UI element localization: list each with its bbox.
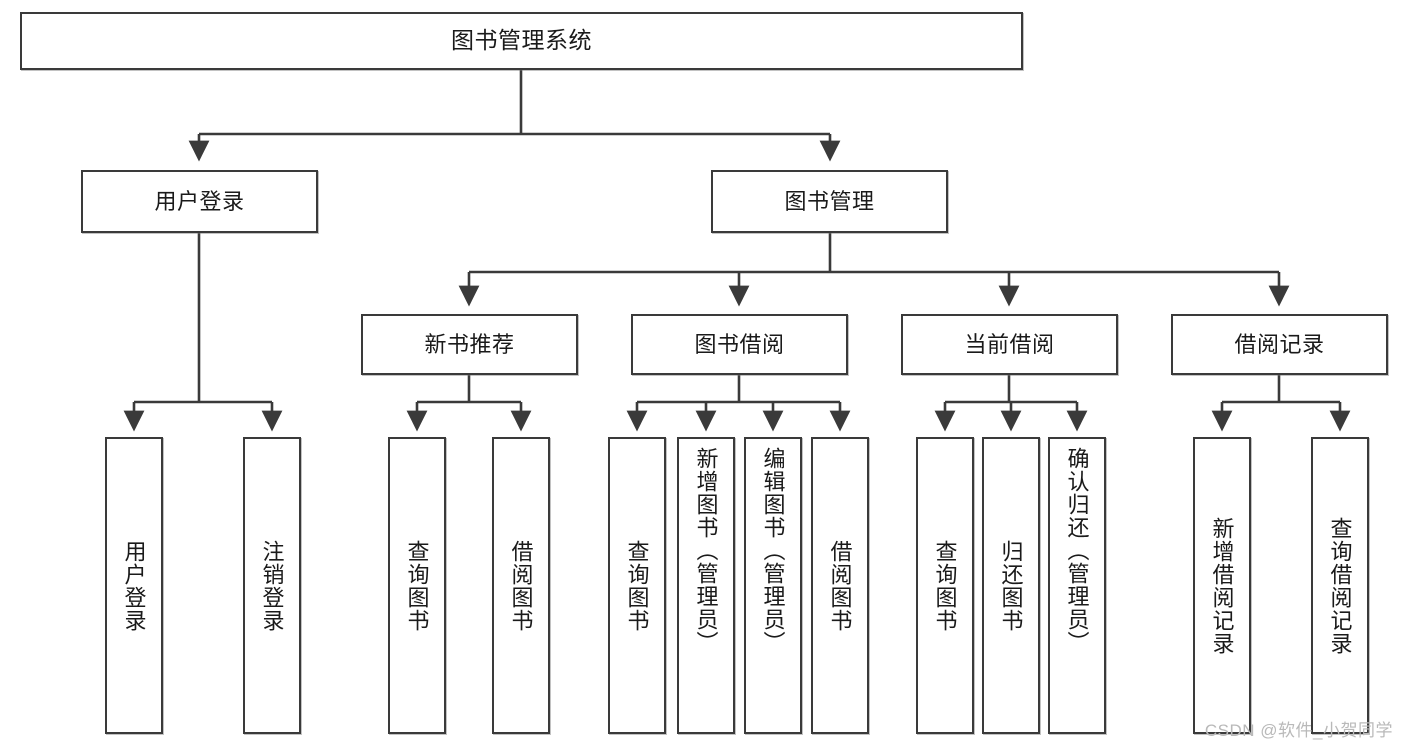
node-book-manage-label: 图书管理 (784, 188, 875, 214)
leaf-user-login-label: 用户登录 (121, 539, 147, 632)
leaf-user-logout[interactable]: 注销登录 (243, 437, 301, 734)
node-book-borrow[interactable]: 图书借阅 (631, 314, 848, 375)
leaf-borrow-book-2[interactable]: 借阅图书 (811, 437, 869, 734)
node-current-borrow[interactable]: 当前借阅 (901, 314, 1118, 375)
leaf-confirm-return-label: 确认归还（管理员） (1064, 447, 1090, 654)
leaf-add-book[interactable]: 新增图书（管理员） (677, 437, 735, 734)
leaf-return-book-label: 归还图书 (998, 539, 1024, 632)
node-root-label: 图书管理系统 (451, 27, 592, 54)
leaf-borrow-book-2-label: 借阅图书 (827, 539, 853, 632)
leaf-user-login[interactable]: 用户登录 (105, 437, 163, 734)
node-user-login-label: 用户登录 (154, 188, 245, 214)
leaf-query-book-3-label: 查询图书 (932, 539, 958, 632)
node-new-book-rec-label: 新书推荐 (424, 331, 515, 357)
leaf-edit-book[interactable]: 编辑图书（管理员） (744, 437, 802, 734)
leaf-edit-book-label: 编辑图书（管理员） (760, 447, 786, 654)
node-book-borrow-label: 图书借阅 (694, 331, 785, 357)
leaf-query-book-2[interactable]: 查询图书 (608, 437, 666, 734)
leaf-query-record-label: 查询借阅记录 (1327, 516, 1353, 655)
leaf-borrow-book-1[interactable]: 借阅图书 (492, 437, 550, 734)
leaf-confirm-return[interactable]: 确认归还（管理员） (1048, 437, 1106, 734)
leaf-query-book-1-label: 查询图书 (404, 539, 430, 632)
node-borrow-record-label: 借阅记录 (1234, 331, 1325, 357)
leaf-borrow-book-1-label: 借阅图书 (508, 539, 534, 632)
node-borrow-record[interactable]: 借阅记录 (1171, 314, 1388, 375)
node-user-login[interactable]: 用户登录 (81, 170, 318, 233)
node-book-manage[interactable]: 图书管理 (711, 170, 948, 233)
node-current-borrow-label: 当前借阅 (964, 331, 1055, 357)
leaf-user-logout-label: 注销登录 (259, 539, 285, 632)
leaf-return-book[interactable]: 归还图书 (982, 437, 1040, 734)
watermark: CSDN @软件_小贺同学 (1204, 721, 1393, 740)
leaf-add-book-label: 新增图书（管理员） (693, 447, 719, 654)
leaf-add-record[interactable]: 新增借阅记录 (1193, 437, 1251, 734)
leaf-query-record[interactable]: 查询借阅记录 (1311, 437, 1369, 734)
leaf-query-book-2-label: 查询图书 (624, 539, 650, 632)
leaf-query-book-3[interactable]: 查询图书 (916, 437, 974, 734)
leaf-add-record-label: 新增借阅记录 (1209, 516, 1235, 655)
node-root[interactable]: 图书管理系统 (20, 12, 1023, 70)
node-new-book-rec[interactable]: 新书推荐 (361, 314, 578, 375)
leaf-query-book-1[interactable]: 查询图书 (388, 437, 446, 734)
